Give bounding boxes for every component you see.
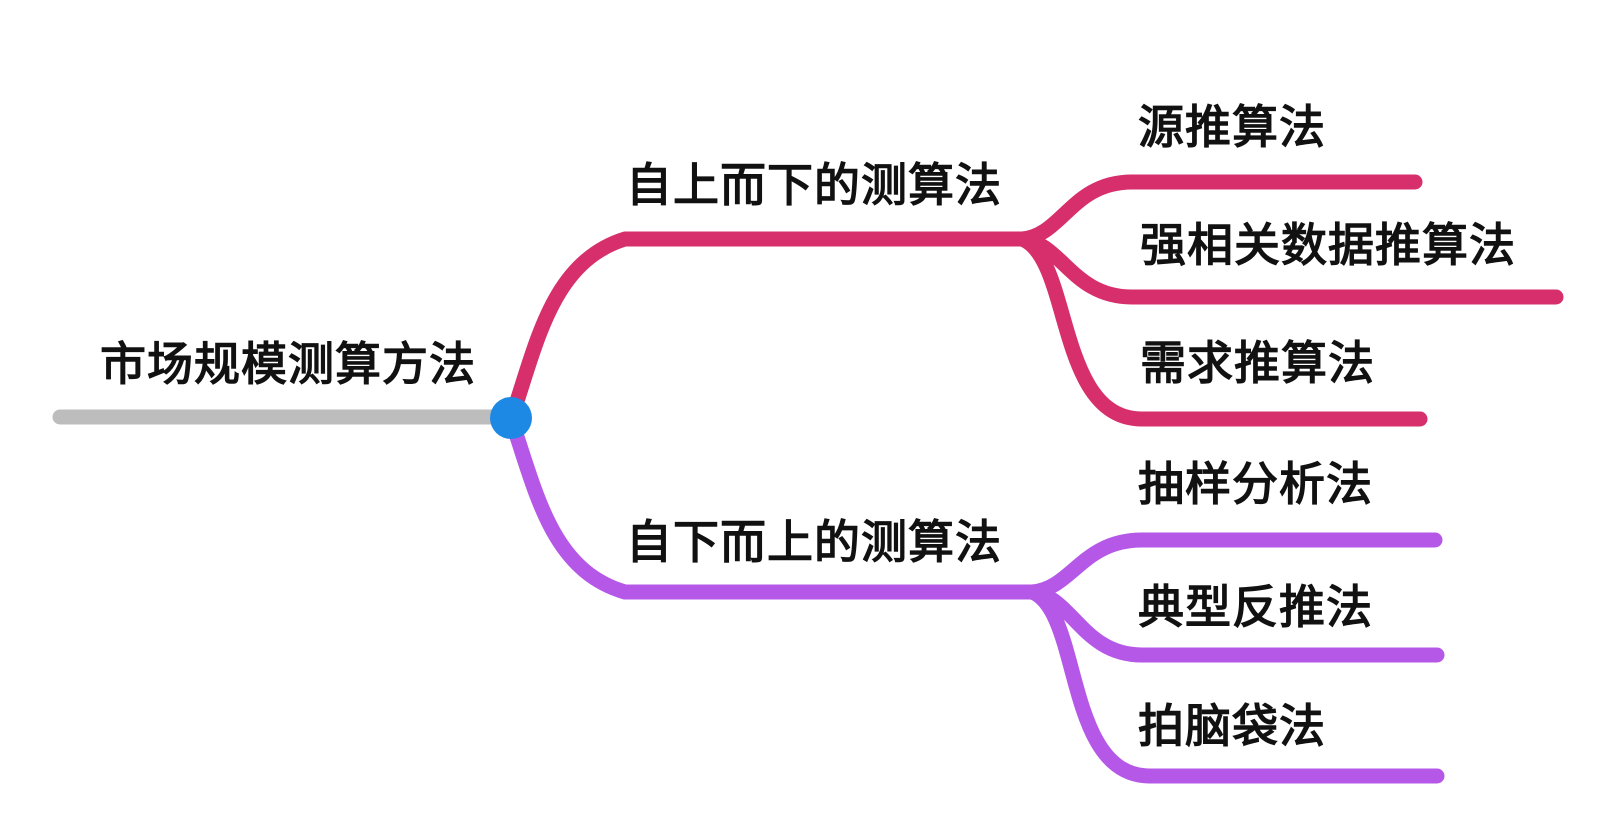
- branch-top-down-label[interactable]: 自上而下的测算法: [626, 159, 1002, 211]
- leaf-typical-reverse-label[interactable]: 典型反推法: [1138, 581, 1373, 633]
- branch-top-down-trunk-line: [503, 231, 1030, 427]
- leaf-guesswork-label[interactable]: 拍脑袋法: [1138, 700, 1326, 752]
- branch-bottom-up-trunk-line: [503, 411, 1040, 600]
- leaf-sampling-analysis-label[interactable]: 抽样分析法: [1138, 458, 1373, 510]
- leaf-guesswork-line: [1024, 584, 1445, 784]
- leaf-demand-estimation-line: [1014, 231, 1428, 427]
- leaf-source-estimation-label[interactable]: 源推算法: [1138, 101, 1326, 153]
- leaf-demand-estimation-label[interactable]: 需求推算法: [1140, 337, 1375, 389]
- root-node-dot[interactable]: [490, 397, 532, 439]
- root-node-label[interactable]: 市场规模测算方法: [100, 338, 476, 390]
- branch-bottom-up-label[interactable]: 自下而上的测算法: [626, 516, 1002, 568]
- leaf-correlated-data-label[interactable]: 强相关数据推算法: [1140, 219, 1516, 271]
